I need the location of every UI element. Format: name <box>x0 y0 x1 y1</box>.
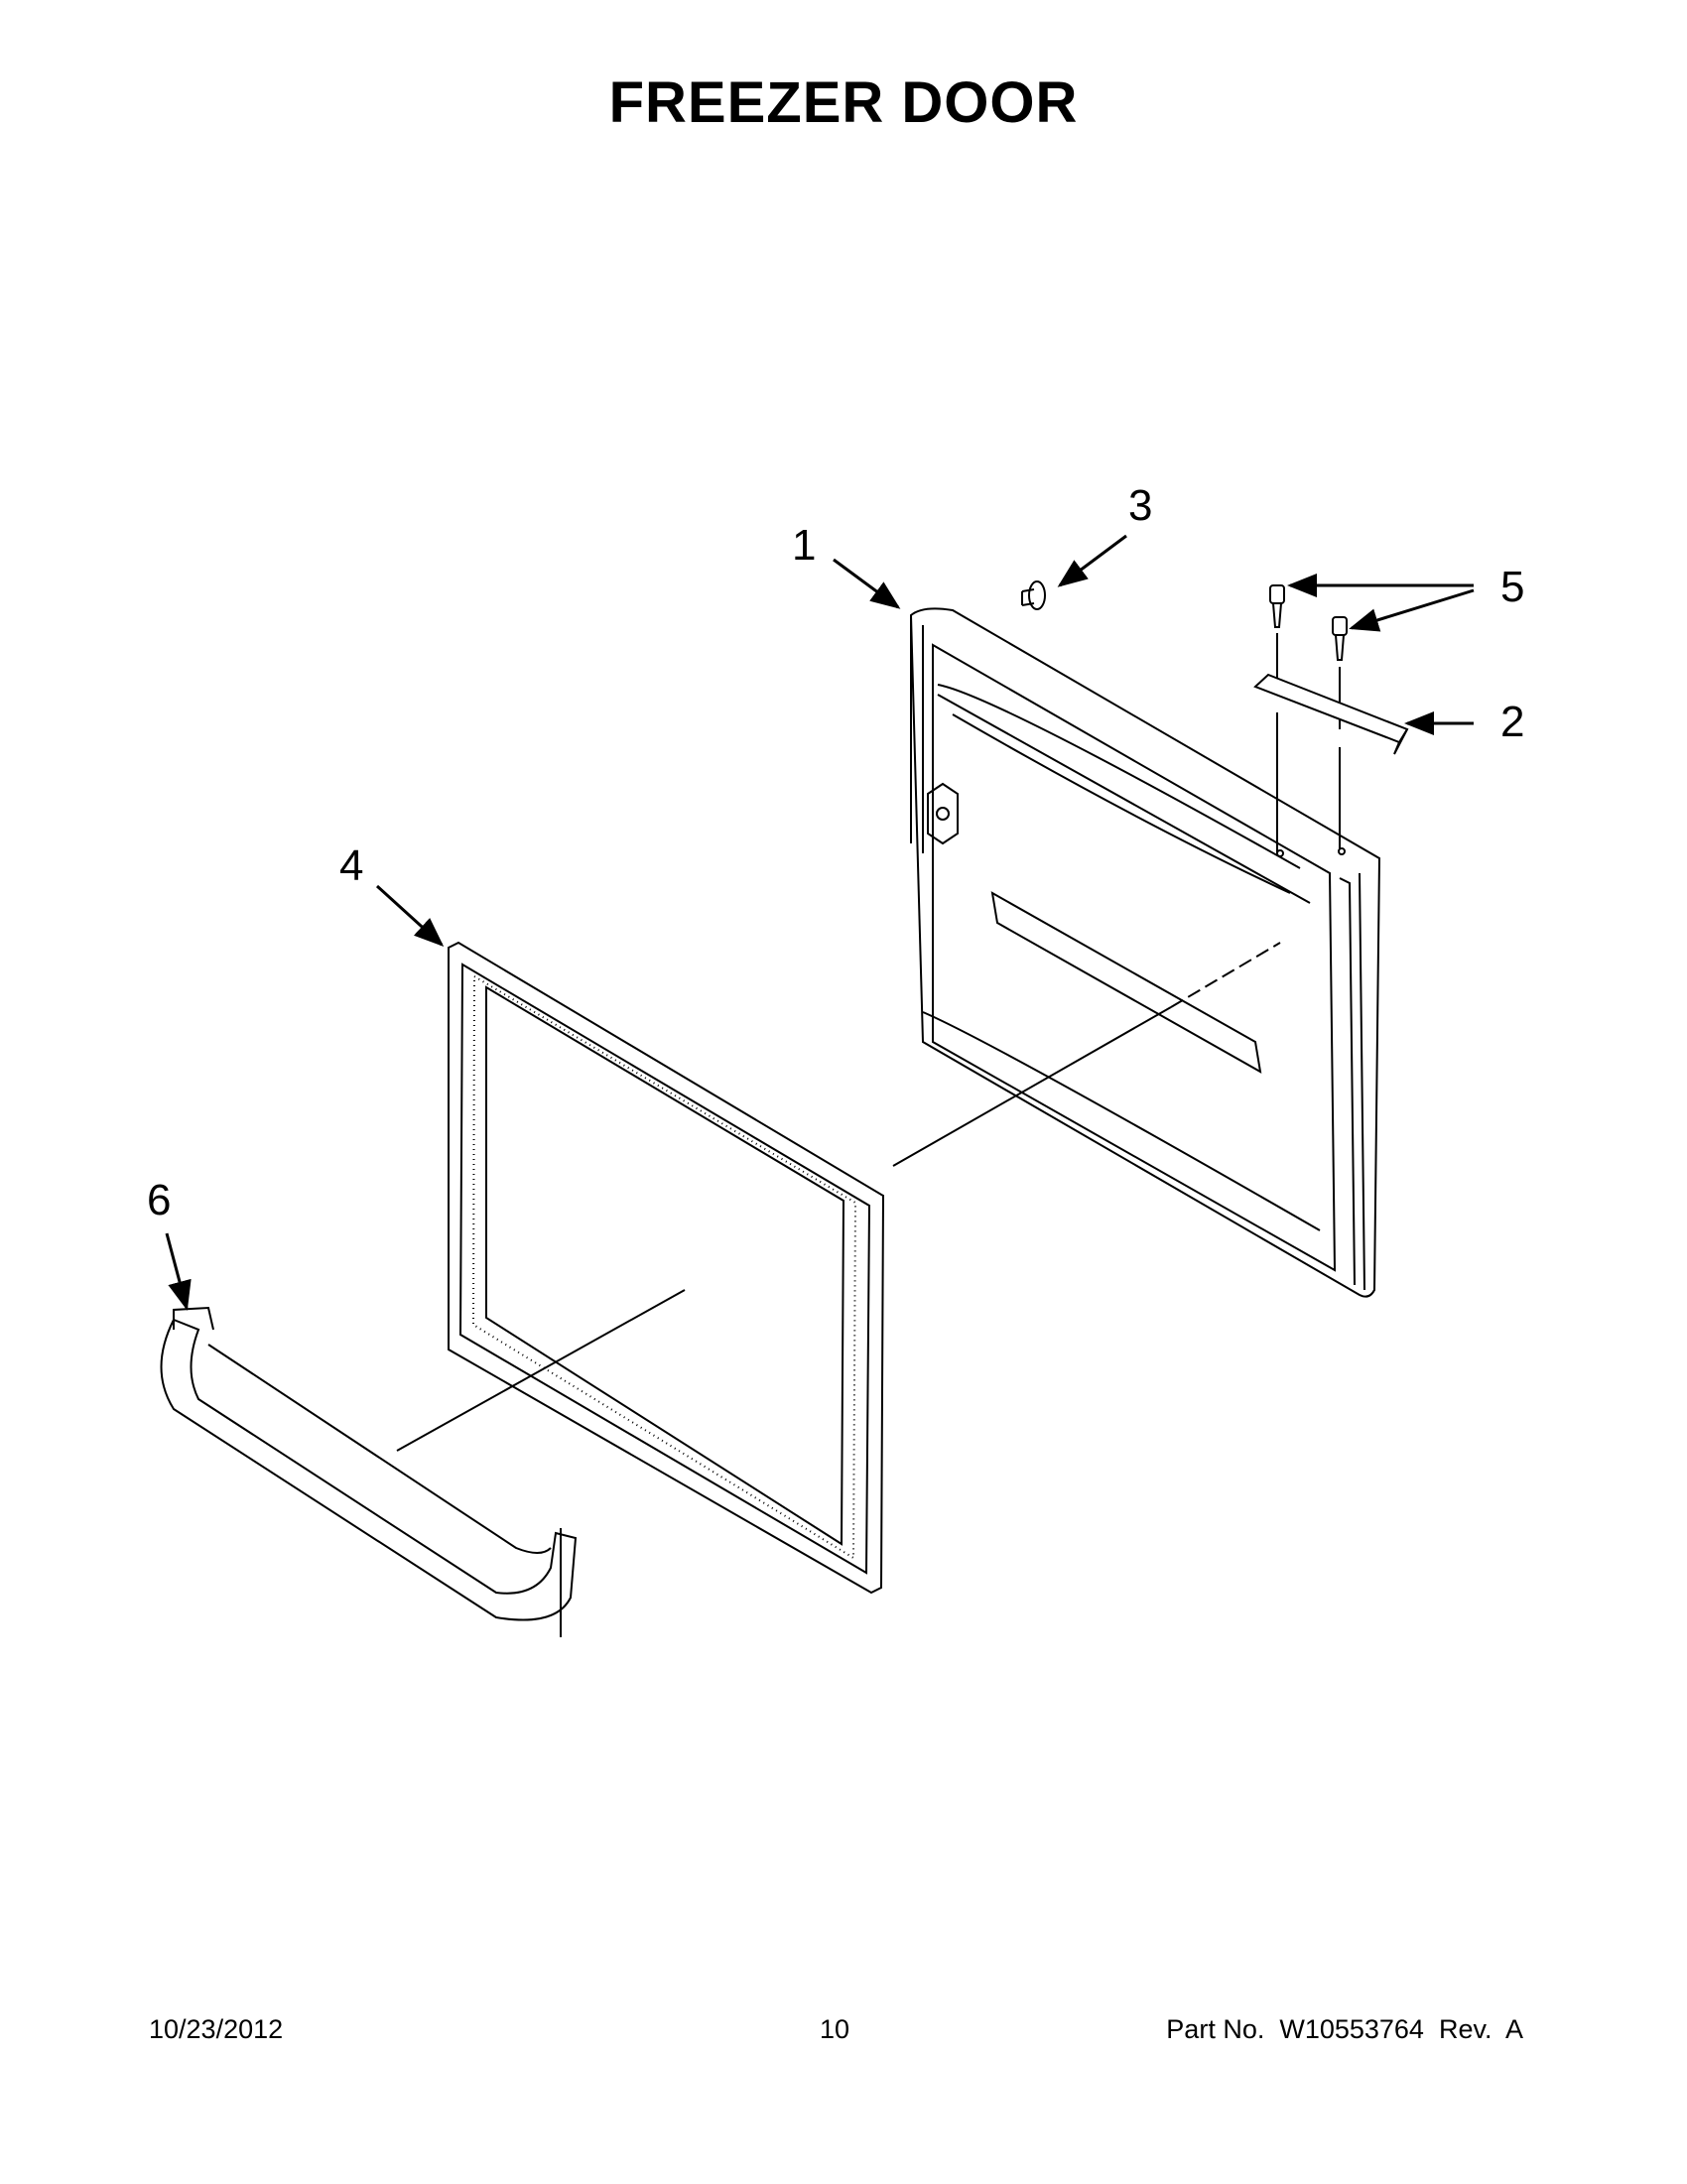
footer-page-number: 10 <box>820 2014 850 2044</box>
screws-drawing <box>1269 584 1348 853</box>
door-bin-drawing <box>160 1306 578 1637</box>
callout-1: 1 <box>792 521 817 570</box>
hinge-pin-drawing <box>1021 580 1046 610</box>
callout-5: 5 <box>1500 563 1525 611</box>
door-gasket-drawing <box>448 941 885 1595</box>
page-title: FREEZER DOOR <box>608 70 1079 135</box>
callout-4: 4 <box>339 841 364 890</box>
footer-part-number: Part No. W10553764 Rev. A <box>1166 2014 1523 2044</box>
callout-2: 2 <box>1500 698 1525 746</box>
callout-6: 6 <box>147 1176 172 1224</box>
callout-3: 3 <box>1128 481 1153 530</box>
freezer-door-drawing <box>909 607 1381 1298</box>
footer-date: 10/23/2012 <box>149 2014 284 2044</box>
